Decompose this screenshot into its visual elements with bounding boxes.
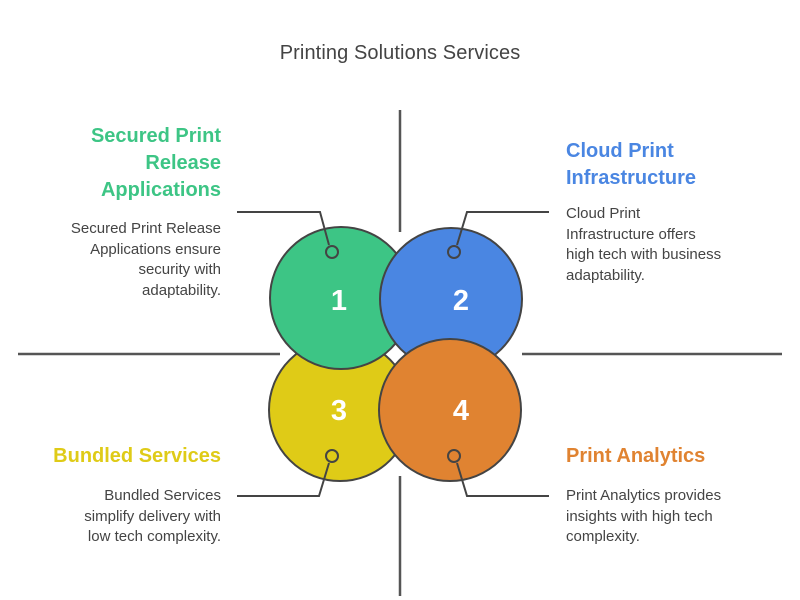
- connector-3: [237, 462, 330, 497]
- description-line: security with: [138, 261, 221, 278]
- description-line: Applications ensure: [90, 240, 221, 258]
- description-line: simplify delivery with: [84, 507, 221, 525]
- diagram-title: Printing Solutions Services: [279, 42, 521, 64]
- connector-1: [237, 211, 330, 246]
- heading-line: Bundled Services: [53, 445, 221, 467]
- heading-line: Release: [145, 152, 221, 174]
- circle-number-3: 3: [331, 395, 347, 427]
- description-line: Cloud Print: [566, 205, 641, 222]
- description-print-analytics: Print Analytics provides insights with hi…: [566, 486, 786, 548]
- heading-print-analytics: Print Analytics: [566, 443, 786, 470]
- description-line: adaptability.: [566, 266, 645, 284]
- description-line: Infrastructure offers: [566, 225, 696, 243]
- description-line: Secured Print Release: [70, 220, 221, 237]
- connector-anchor-1: [325, 245, 339, 259]
- heading-line: Infrastructure: [566, 167, 697, 189]
- description-line: complexity.: [566, 528, 640, 545]
- connector-4: [456, 462, 549, 497]
- heading-line: Cloud Print: [566, 140, 674, 162]
- description-line: low tech complexity.: [87, 528, 221, 545]
- heading-line: Print Analytics: [566, 445, 706, 467]
- connector-anchor-2: [447, 245, 461, 259]
- connector-2: [456, 211, 549, 246]
- heading-line: Secured Print: [90, 125, 221, 147]
- heading-line: Applications: [100, 179, 221, 201]
- circle-number-2: 2: [453, 285, 469, 317]
- circle-4[interactable]: [378, 338, 522, 482]
- circle-number-4: 4: [453, 395, 469, 427]
- description-line: high tech with business: [566, 246, 722, 263]
- description-line: adaptability.: [142, 281, 221, 299]
- description-line: Print Analytics provides: [566, 487, 722, 504]
- heading-bundled-services: Bundled Services: [0, 443, 221, 470]
- description-bundled-services: Bundled Services simplify delivery with lo…: [0, 486, 221, 548]
- connector-anchor-4: [447, 449, 461, 463]
- description-line: insights with high tech: [566, 507, 713, 525]
- circle-number-1: 1: [331, 285, 347, 317]
- connector-anchor-3: [325, 449, 339, 463]
- description-line: Bundled Services: [104, 487, 221, 504]
